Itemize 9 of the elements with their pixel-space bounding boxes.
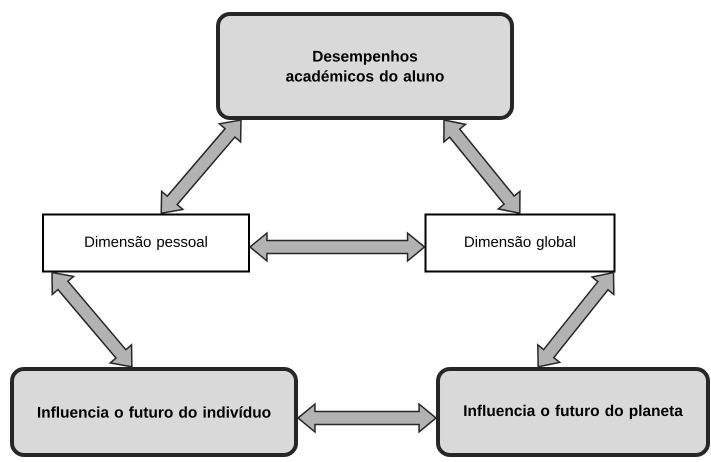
rounded-box: Influencia o futuro do planeta [436,367,710,457]
double-arrow [51,272,133,368]
text-box: Dimensão pessoal [42,214,250,272]
text-box: Dimensão global [424,214,616,272]
rounded-box: Influencia o futuro do indivíduo [10,367,298,457]
double-arrow [160,119,242,214]
rounded-box: Desempenhos académicos do aluno [216,12,514,120]
double-arrow [537,272,615,368]
double-arrow [443,119,521,214]
